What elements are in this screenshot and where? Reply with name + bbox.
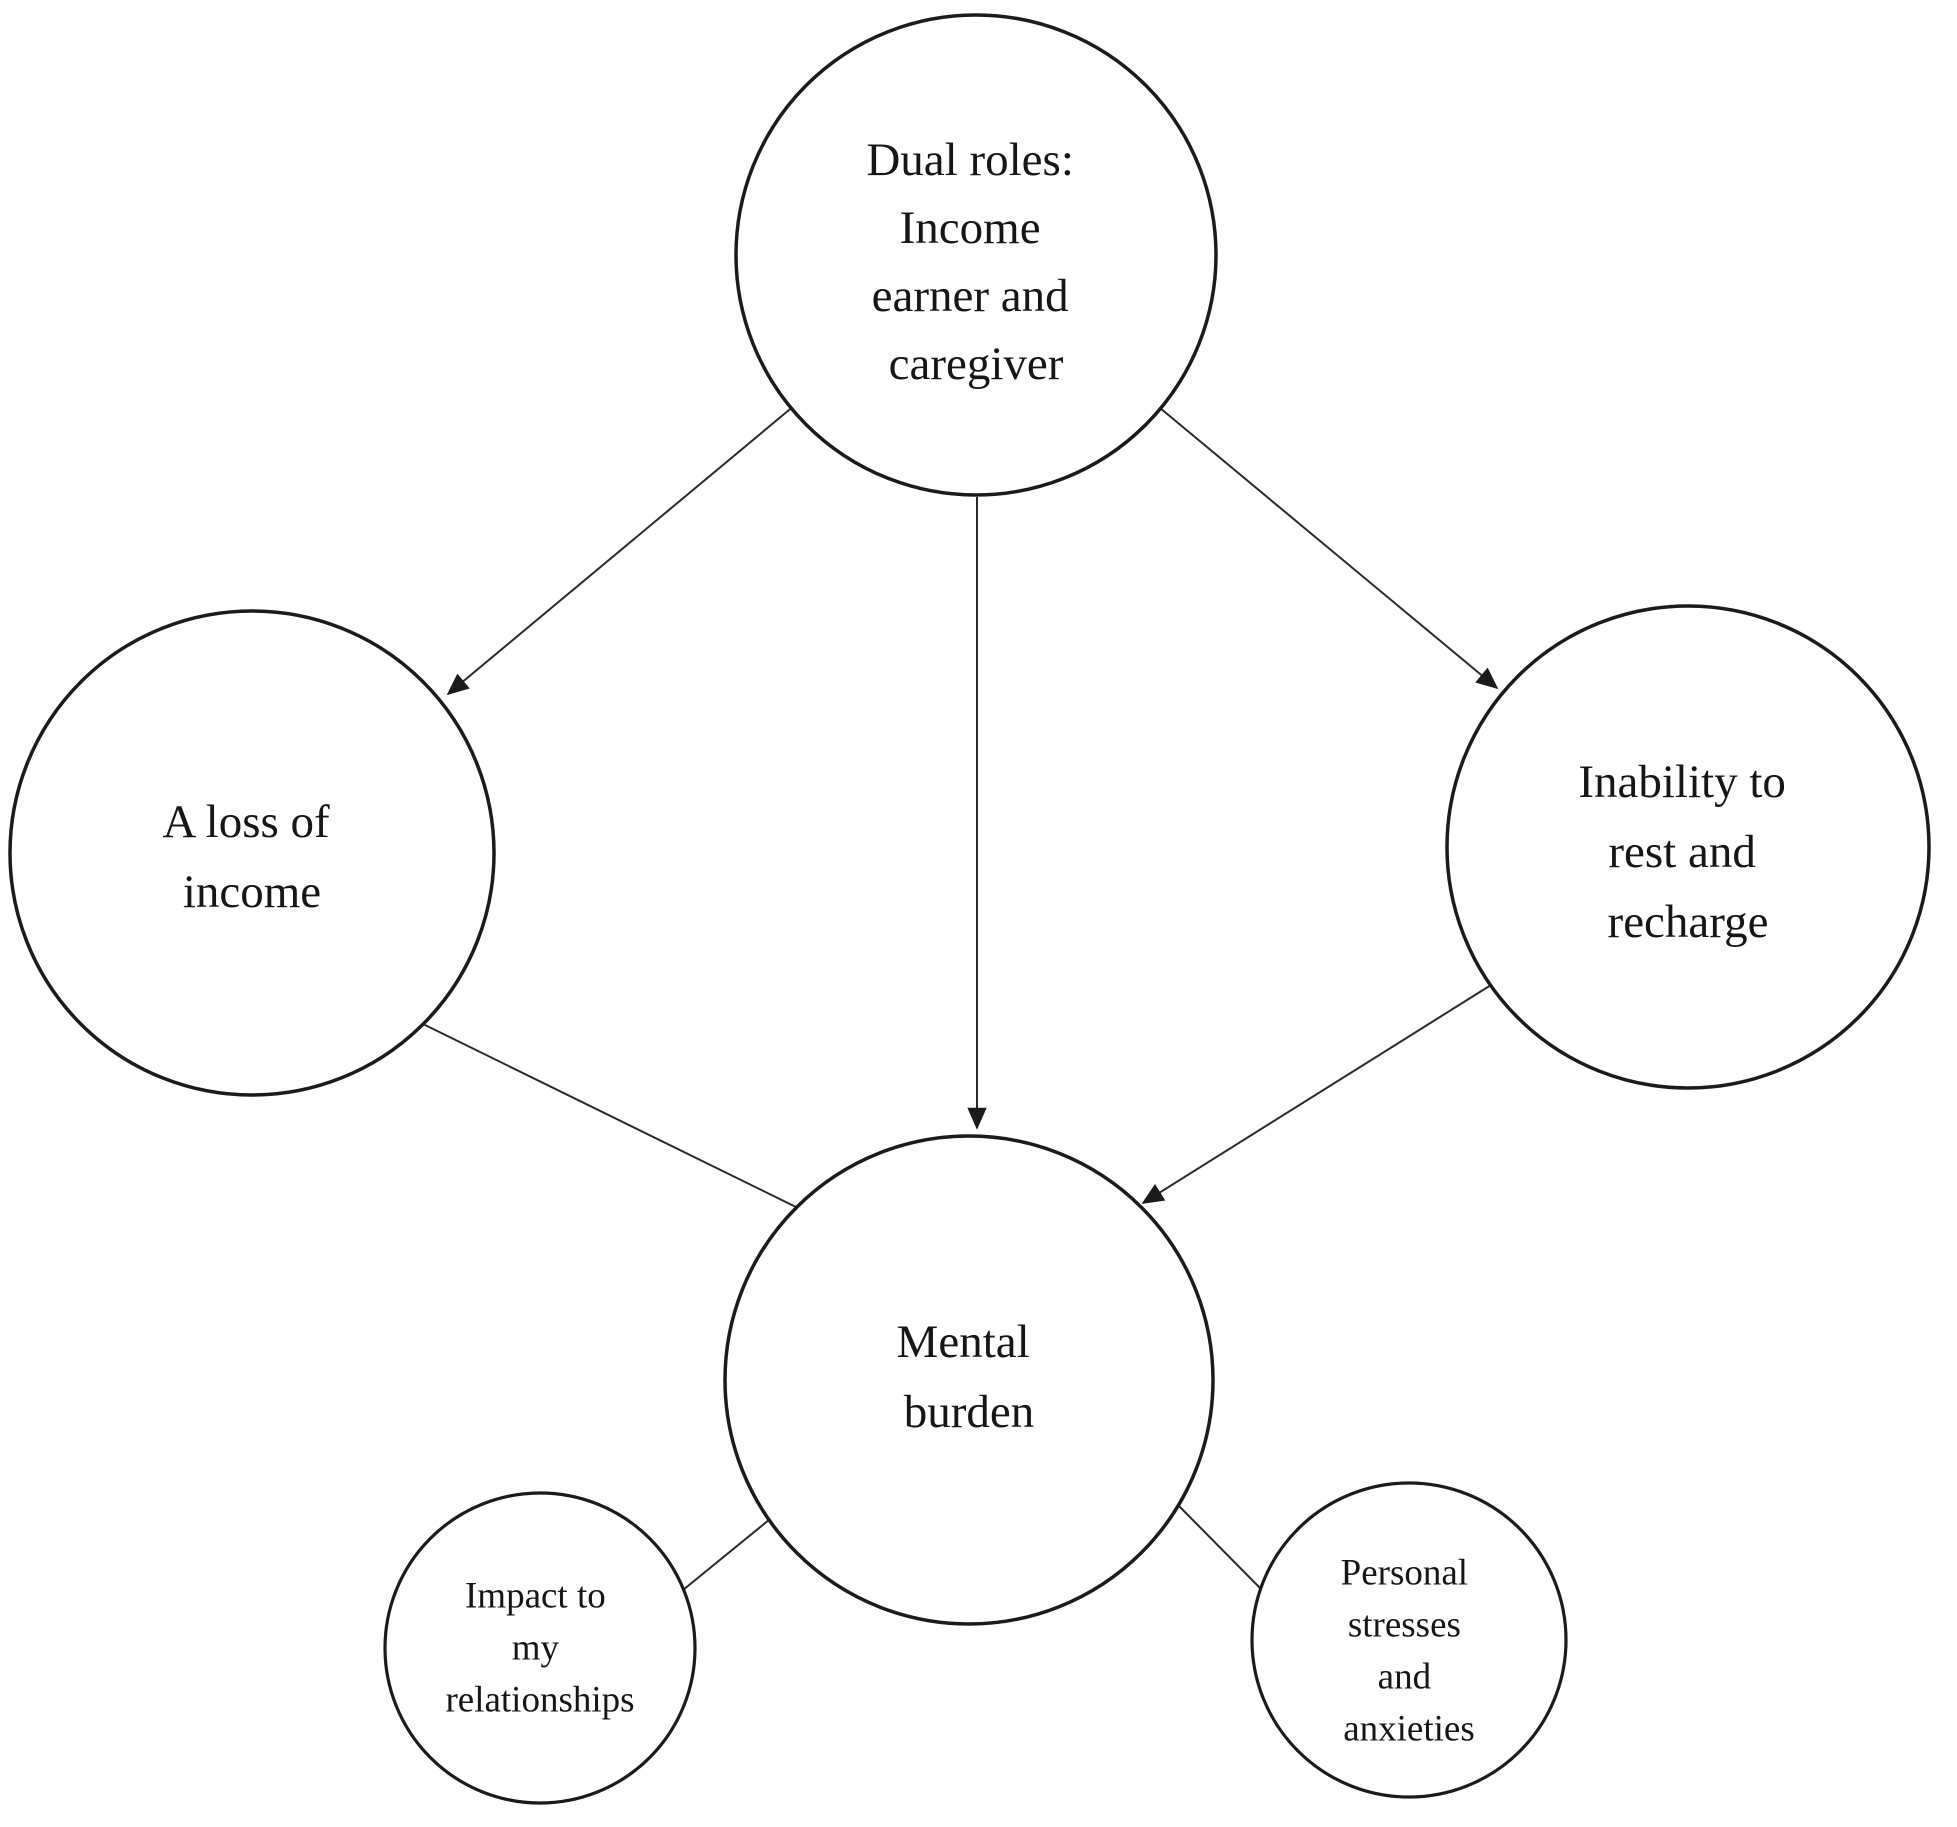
edge-dual-roles-to-loss-of-income-arrow bbox=[446, 404, 796, 696]
node-personal-stresses-line-2: stresses bbox=[1348, 1605, 1461, 1646]
edge-mental-burden-to-impact-relationships-line bbox=[682, 1514, 776, 1591]
node-impact-relationships-label: Impact to my relationships bbox=[445, 1564, 634, 1721]
edge-inability-rest-to-mental-burden-arrow bbox=[1141, 984, 1492, 1204]
node-mental-burden-line-2: burden bbox=[904, 1386, 1035, 1438]
node-mental-burden-line-1: Mental bbox=[897, 1316, 1030, 1368]
node-personal-stresses-line-1: Personal bbox=[1341, 1553, 1468, 1594]
node-personal-stresses-line-4: anxieties bbox=[1343, 1709, 1475, 1750]
node-inability-rest-label: Inability to rest and recharge bbox=[1578, 741, 1797, 948]
node-mental-burden-label: Mental burden bbox=[897, 1301, 1042, 1438]
node-loss-of-income-line-1: A loss of bbox=[163, 796, 330, 848]
node-inability-rest-line-1: Inability to bbox=[1578, 756, 1786, 808]
node-personal-stresses-line-3: and bbox=[1378, 1657, 1432, 1698]
node-personal-stresses-circle bbox=[1250, 1481, 1568, 1799]
node-loss-of-income-circle bbox=[8, 609, 496, 1097]
node-dual-roles-line-1: Dual roles: bbox=[866, 134, 1074, 186]
node-inability-rest-circle bbox=[1445, 604, 1931, 1090]
node-mental-burden-circle bbox=[723, 1134, 1215, 1626]
edge-mental-burden-to-personal-stresses-line bbox=[1177, 1504, 1263, 1591]
node-inability-rest-line-2: rest and bbox=[1608, 826, 1755, 878]
node-inability-rest-line-3: recharge bbox=[1608, 896, 1769, 948]
node-dual-roles-line-4: caregiver bbox=[889, 338, 1064, 390]
edge-loss-of-income-to-mental-burden-line bbox=[422, 1023, 797, 1208]
node-impact-relationships-line-1: Impact to bbox=[465, 1576, 606, 1617]
node-personal-stresses-label: Personal stresses and anxieties bbox=[1341, 1541, 1478, 1750]
node-impact-relationships-circle bbox=[383, 1491, 697, 1805]
node-loss-of-income-label: A loss of income bbox=[163, 781, 342, 918]
node-dual-roles-line-2: Income bbox=[900, 202, 1041, 254]
node-dual-roles-label: Dual roles: Income earner and caregiver bbox=[866, 119, 1085, 390]
edge-dual-roles-to-inability-rest-arrow bbox=[1159, 407, 1499, 690]
node-loss-of-income-line-2: income bbox=[183, 866, 321, 918]
node-dual-roles-line-3: earner and bbox=[872, 270, 1069, 322]
node-impact-relationships-line-3: relationships bbox=[445, 1680, 634, 1721]
node-impact-relationships-line-2: my bbox=[512, 1628, 560, 1669]
node-dual-roles-circle bbox=[734, 13, 1218, 497]
